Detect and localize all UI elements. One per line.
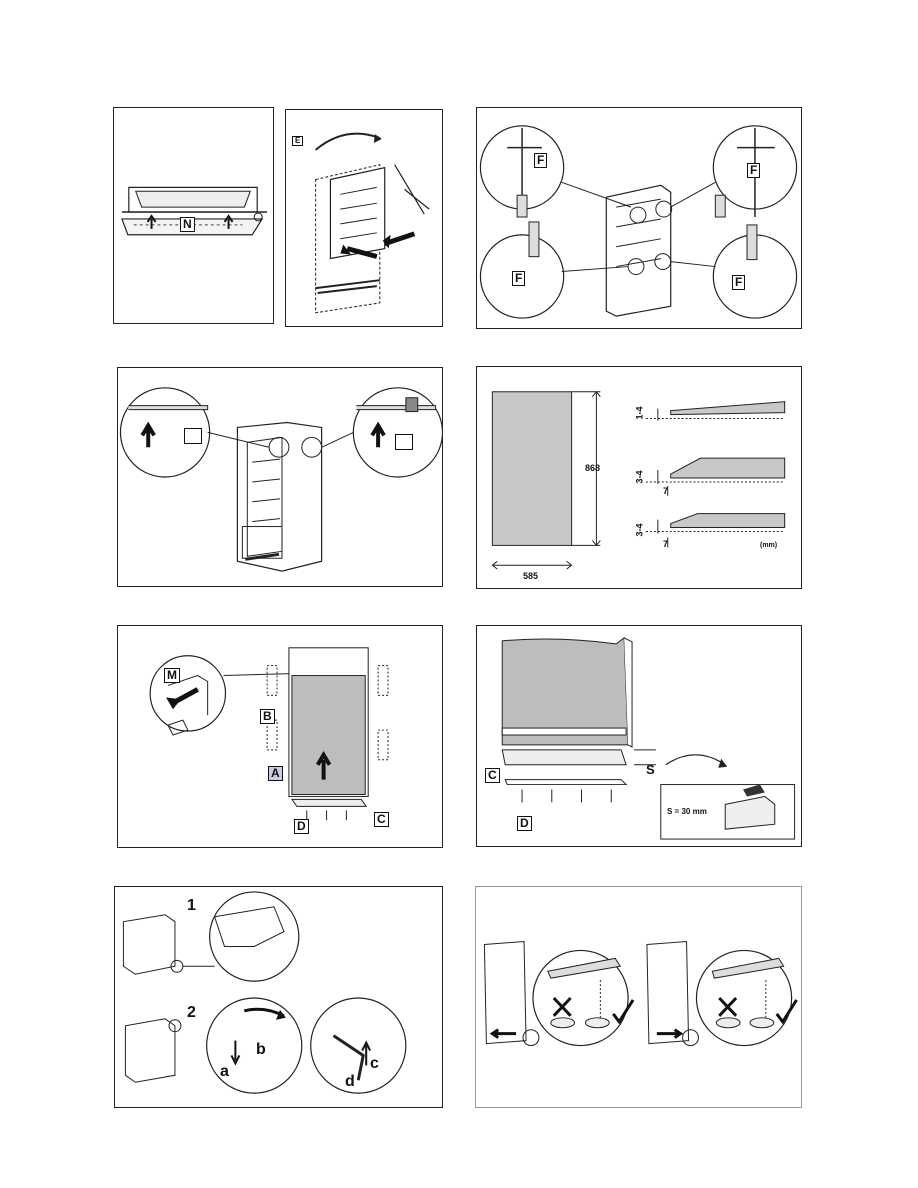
figure-door-panel: M B A D C [117,625,443,848]
plinth-spacing-drawing [501,636,796,840]
figure-door-alignment: 1 2 a b c d [114,886,443,1108]
label-f-top-left: F [534,153,548,168]
label-c: C [485,768,500,783]
label-m: M [164,668,180,683]
dimension-height: 868 [585,463,601,473]
figure-door-swing: E [285,109,443,327]
step-number-1: 1 [187,897,196,914]
label-a: A [268,766,283,781]
plinth-drawing [121,186,268,236]
spacing-note: S = 30 mm [667,807,707,816]
step-number-2: 2 [187,1004,196,1021]
figure-foot-adjustment [475,886,802,1108]
door-alignment-drawing [122,891,407,1094]
foot-adjustment-drawing [483,940,798,1047]
label-b: b [256,1041,266,1058]
unit-label: (mm) [760,542,778,549]
gap-label-3: 3-4 [634,523,645,537]
top-fixing-drawing [119,387,442,572]
label-d: D [517,816,532,831]
label-n: N [180,217,195,232]
hinge-screws-drawing [479,125,798,319]
label-b: B [260,709,275,724]
figure-plinth-spacing: C S D S = 30 mm [476,625,802,847]
door-swing-drawing [314,132,430,314]
label-d: d [345,1073,355,1090]
figure-dimensions: 868 585 1-4 3-4 3-4 7 7 (mm) [476,366,802,589]
figure-top-fixing [117,367,443,587]
label-c: C [374,812,389,827]
offset-label-2: 7 [663,486,669,496]
label-d: D [294,819,309,834]
offset-label-3: 7 [663,539,669,549]
gap-label-2: 3-4 [634,470,645,484]
label-f-bottom-left: F [512,271,526,286]
figure-plinth-mounting: N [113,107,274,324]
label-box-right [395,434,413,450]
dimension-width: 585 [523,571,539,581]
gap-label-1: 1-4 [634,406,645,420]
dimensions-drawing [491,390,786,570]
figure-hinge-screws: F F F F [476,107,802,329]
label-box-left [184,428,202,444]
label-a: a [220,1063,229,1080]
label-s: S [646,762,655,777]
label-f-top-right: F [747,163,761,178]
label-e: E [292,136,304,146]
label-c: c [370,1055,379,1072]
label-f-bottom-right: F [732,275,746,290]
door-panel-drawing [149,647,389,821]
